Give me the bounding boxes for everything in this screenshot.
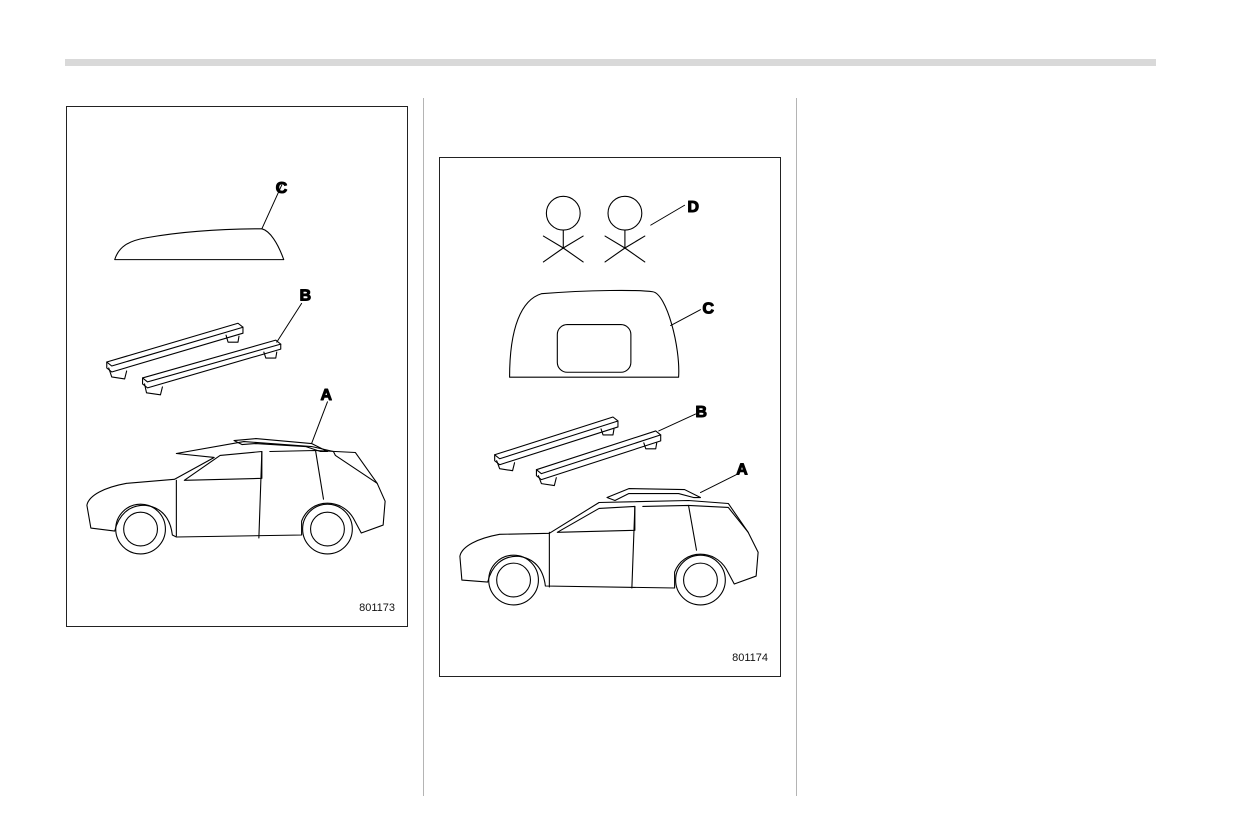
persons-d	[542, 195, 686, 263]
car-a	[459, 474, 759, 606]
callout-a: A	[321, 387, 333, 404]
crossbars-b	[106, 302, 303, 396]
roof-box-c	[114, 184, 285, 261]
callout-c: C	[276, 180, 288, 197]
callout-d: D	[688, 199, 699, 216]
roof-box-c	[509, 289, 701, 378]
callout-b: B	[300, 287, 311, 304]
column-divider-2	[796, 98, 797, 796]
figure-roof-box-with-passengers: D C B	[439, 157, 781, 677]
car-a	[86, 401, 386, 555]
roof-load-illustration-2: D C B	[459, 195, 759, 606]
column-divider-1	[423, 98, 424, 796]
header-rule	[65, 59, 1156, 66]
callout-b: B	[695, 404, 706, 421]
figure-number: 801174	[732, 652, 768, 664]
figure-number: 801173	[359, 602, 395, 614]
callout-c: C	[702, 301, 714, 318]
callout-a: A	[736, 462, 748, 479]
crossbars-b	[494, 413, 696, 487]
figure-roof-box-on-car: C B A 80	[66, 106, 408, 627]
roof-load-illustration-1: C B A	[86, 179, 386, 555]
